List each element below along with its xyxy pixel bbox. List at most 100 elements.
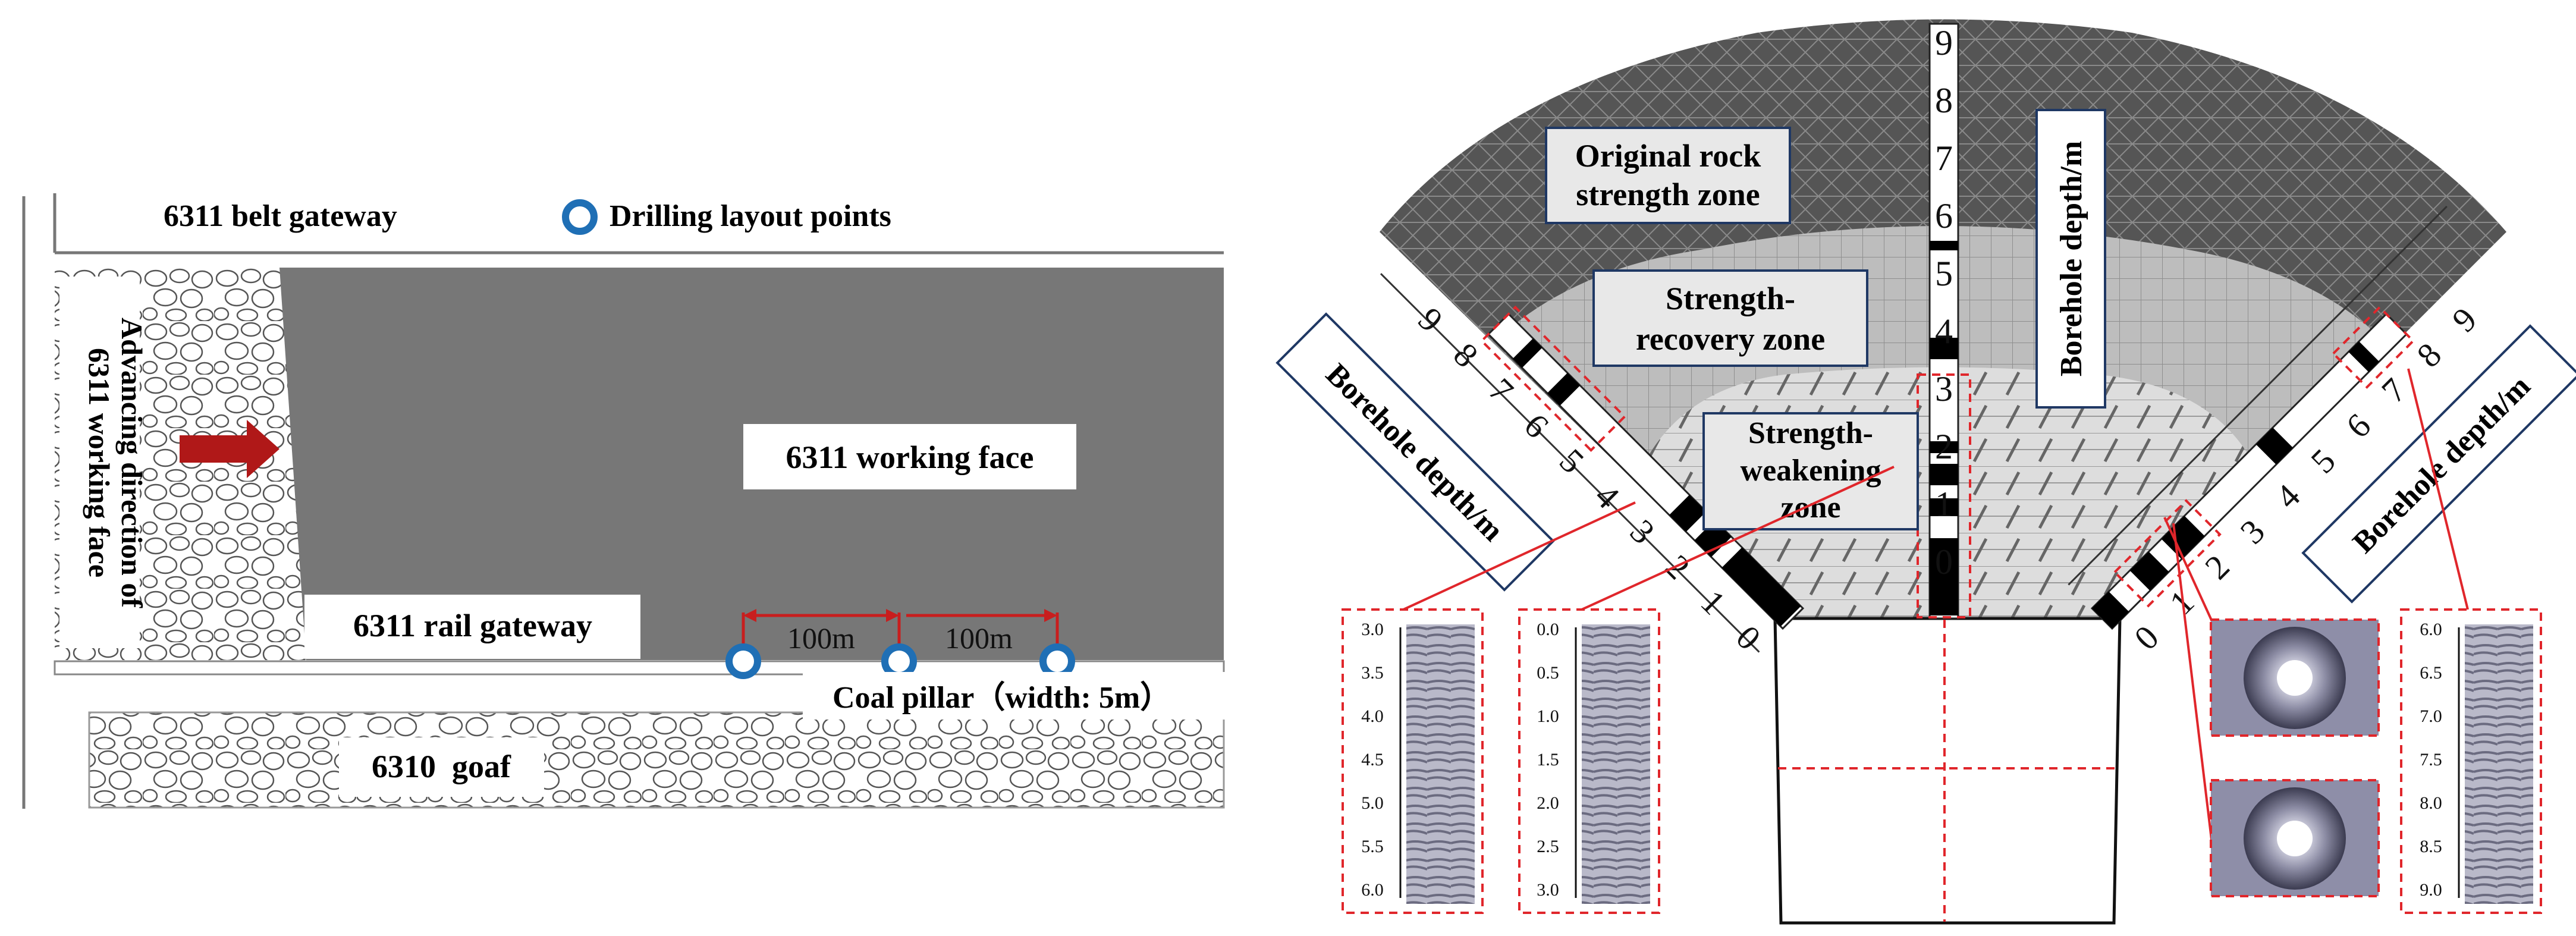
left-tick-2: 2 [1658, 547, 1697, 586]
left-borehole [1380, 273, 1805, 653]
left-tick-9: 9 [1411, 300, 1450, 339]
mine-layout-panel: 6311 belt gateway Drilling layout points… [22, 193, 1231, 809]
center-tick-6: 6 [1935, 196, 1953, 235]
drilling-points-legend-label: Drilling layout points [610, 199, 891, 233]
recovery-zone-label-2: recovery zone [1636, 321, 1825, 357]
center-tick-1: 1 [1935, 485, 1953, 524]
core-scale-1-tick: 4.5 [1361, 750, 1384, 769]
right-tick-2: 2 [2197, 547, 2236, 586]
core-scale-3-tick: 7.5 [2420, 750, 2442, 769]
drilling-point-1 [725, 643, 761, 679]
callout-line-1 [1403, 501, 1636, 611]
right-fracture-4 [2255, 427, 2294, 465]
right-fracture-1 [2092, 591, 2129, 629]
recovery-zone-label-1: Strength- [1666, 281, 1795, 316]
left-tick-0: 0 [1729, 618, 1768, 657]
center-tick-4: 4 [1935, 312, 1953, 351]
right-fracture-5 [2348, 341, 2379, 372]
rail-gateway-label: 6311 rail gateway [353, 608, 592, 643]
callout-line-3 [2163, 517, 2213, 622]
core-photo-1: 3.0 3.5 4.0 4.5 5.0 5.5 6.0 [1342, 608, 1484, 914]
goaf-label-box [339, 737, 544, 797]
core-scale-3: 6.0 6.5 7.0 7.5 8.0 8.5 9.0 [2420, 620, 2442, 900]
left-tick-3: 3 [1623, 512, 1662, 551]
center-tick-8: 8 [1935, 81, 1953, 120]
core-scale-3-tick: 8.0 [2420, 793, 2442, 813]
right-tick-3: 3 [2233, 512, 2272, 551]
original-zone-label-box [1545, 127, 1791, 224]
left-tick-1: 1 [1694, 583, 1733, 622]
core-scale-2: 0.00.51.01.52.02.53.0 [1537, 620, 1559, 900]
core-photo-2: 0.00.51.01.52.02.53.0 [1518, 608, 1660, 914]
core-scale-2-tick: 3.0 [1537, 880, 1559, 900]
coal-pillar-label-box [803, 672, 1231, 720]
center-fracture-5 [1930, 338, 1958, 359]
callout-line-4 [2172, 523, 2213, 845]
center-fracture-3 [1930, 464, 1958, 485]
rail-gateway-label-box [304, 595, 640, 659]
core-scale-2-tick: 0.5 [1537, 663, 1559, 683]
roadway-strip [54, 660, 1225, 676]
goaf-label: 6310 goaf [372, 749, 511, 784]
original-zone-label-1: Original rock [1575, 138, 1761, 174]
center-tick-3: 3 [1935, 369, 1953, 409]
recovery-zone-label-box [1592, 269, 1868, 367]
drilling-point-2 [881, 643, 917, 679]
left-tick-6: 6 [1517, 406, 1556, 445]
callout-line-2 [1581, 466, 1895, 611]
left-fracture-1 [1721, 547, 1801, 627]
core-scale-1: 3.0 3.5 4.0 4.5 5.0 5.5 6.0 [1361, 620, 1384, 900]
left-tick-5: 5 [1552, 441, 1591, 480]
right-axis-label: Borehole depth/m [2346, 369, 2537, 560]
core-scale-2-tick: 2.0 [1537, 793, 1559, 813]
working-face-label-box [743, 424, 1076, 489]
core-image-2 [1582, 624, 1650, 904]
center-axis-label: Borehole depth/m [2054, 141, 2088, 376]
weakening-zone-label-box [1702, 412, 1919, 530]
core-scale-3-tick: 6.5 [2420, 663, 2442, 683]
left-fracture-3 [1669, 495, 1707, 532]
belt-gateway-label: 6311 belt gateway [164, 199, 397, 233]
coal-pillar-label: Coal pillar（width: 5m） [833, 680, 1171, 715]
borehole-photo-2 [2210, 779, 2380, 897]
left-tick-7: 7 [1481, 370, 1521, 410]
center-fracture-2 [1930, 498, 1958, 516]
center-fracture-1 [1930, 538, 1958, 615]
right-tick-4: 4 [2268, 476, 2307, 516]
center-tick-0: 0 [1935, 542, 1953, 582]
right-fracture-3 [2161, 516, 2205, 560]
advancing-arrow-icon [180, 420, 279, 478]
spacing-label-1: 100m [787, 621, 855, 655]
center-tick-2: 2 [1935, 427, 1953, 466]
core-scale-1-tick: 3.5 [1361, 663, 1384, 683]
roadway-section [1773, 617, 2122, 925]
core-scale-3-tick: 8.5 [2420, 837, 2442, 856]
weakening-zone-label-1: Strength- [1748, 416, 1873, 450]
core-scale-1-tick: 4.0 [1361, 706, 1384, 726]
core-scale-3-tick: 6.0 [2420, 620, 2442, 639]
working-face-label: 6311 working face [786, 439, 1034, 475]
drilling-point-3 [1039, 643, 1075, 679]
spacing-label-2: 100m [945, 621, 1013, 655]
original-zone-label-2: strength zone [1576, 177, 1760, 212]
core-scale-3-tick: 7.0 [2420, 706, 2442, 726]
core-scale-2-tick: 2.5 [1537, 837, 1559, 856]
core-scale-1-tick: 5.5 [1361, 837, 1384, 856]
right-tick-8: 8 [2409, 335, 2449, 375]
core-scale-1-tick: 3.0 [1361, 620, 1384, 639]
right-tick-9: 9 [2445, 300, 2484, 339]
center-tick-5: 5 [1935, 254, 1953, 293]
center-fracture-4 [1930, 441, 1958, 453]
callout-line-5 [2407, 368, 2469, 610]
core-image-3 [2465, 624, 2533, 904]
right-borehole [2068, 205, 2448, 630]
center-tick-7: 7 [1935, 139, 1953, 178]
left-tick-8: 8 [1446, 335, 1485, 375]
weakening-zone-label-2: weakening [1741, 454, 1881, 488]
core-scale-1-tick: 6.0 [1361, 880, 1384, 900]
core-scale-1-tick: 5.0 [1361, 793, 1384, 813]
right-tick-0: 0 [2126, 618, 2166, 657]
core-scale-3-tick: 9.0 [2420, 880, 2442, 900]
